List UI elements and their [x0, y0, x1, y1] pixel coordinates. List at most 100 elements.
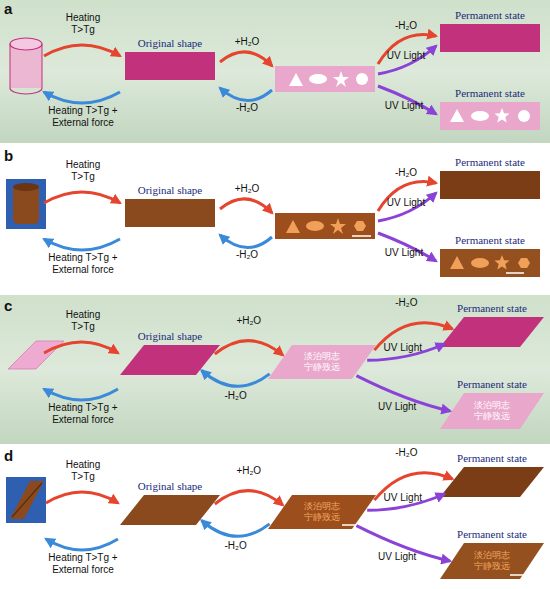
panel-background	[0, 295, 550, 444]
process-label: -H₂O	[386, 20, 426, 32]
roll-edge	[13, 183, 39, 191]
sample-sheet: 淡泊明志 宁静致远	[268, 345, 376, 379]
process-label: +H₂O	[236, 465, 261, 477]
process-label: +H₂O	[226, 183, 268, 195]
sheet-shape	[440, 543, 544, 579]
state-heading: Permanent state	[410, 9, 550, 21]
sample-sheet: Original shape	[125, 199, 215, 227]
panel-c-art	[8, 341, 118, 400]
hydrated-sheet	[275, 66, 375, 92]
process-arrow	[202, 371, 270, 387]
sample-sheet: Permanent state	[440, 317, 544, 347]
sheet-graphic	[125, 52, 215, 80]
sheet-shape	[440, 393, 544, 429]
sample-sheet: Permanent state	[440, 24, 540, 52]
sheet-shape	[440, 317, 544, 347]
panel-letter: d	[4, 447, 24, 464]
sample-sheet: Permanent state淡泊明志 宁静致远	[440, 393, 544, 429]
scale-bar	[510, 574, 528, 576]
pattern-star	[494, 108, 509, 123]
sheet-graphic	[440, 102, 540, 130]
panel-b-art	[6, 179, 436, 261]
process-arrow	[215, 491, 283, 506]
text-holder: 淡泊明志 宁静致远	[268, 345, 376, 379]
sheet-shape	[268, 345, 376, 379]
process-label: UV Light	[384, 342, 422, 354]
panel-background	[0, 0, 550, 143]
state-heading: Original shape	[90, 480, 250, 492]
panel-a-art	[10, 35, 436, 114]
process-label: UV Light	[374, 100, 434, 112]
process-label: -H₂O	[224, 390, 246, 402]
process-label: UV Light	[376, 50, 436, 62]
pattern-hexagon	[354, 221, 366, 231]
process-label: -H₂O	[395, 447, 417, 459]
sheet-shape	[440, 171, 540, 199]
sheet-shape	[120, 345, 220, 375]
pattern-circle	[356, 73, 368, 85]
sheet-shape	[268, 495, 376, 529]
pattern-ellipse	[306, 221, 324, 231]
panel-letter: b	[4, 147, 24, 164]
text-holder: 淡泊明志 宁静致远	[440, 393, 544, 429]
sheet-shape	[440, 102, 540, 130]
pattern-ellipse	[309, 74, 327, 84]
sheet-shape	[440, 24, 540, 52]
process-label: -H₂O	[226, 102, 268, 114]
blue-backing	[6, 179, 46, 229]
sheet-graphic	[440, 171, 540, 199]
cooling-arrow	[44, 239, 120, 250]
pattern-hexagon	[518, 258, 530, 268]
process-arrow	[202, 521, 270, 537]
condition-label: Heating T>Tg + External force	[44, 252, 122, 275]
sheet-shape	[440, 249, 540, 277]
state-heading: Original shape	[90, 330, 250, 342]
state-heading: Permanent state	[410, 234, 550, 246]
state-heading: Permanent state	[410, 452, 550, 464]
cooling-arrow	[44, 92, 120, 103]
sheet-shape	[125, 52, 215, 80]
condition-label: Heating T>Tg	[58, 309, 108, 332]
hydration-arrow	[220, 52, 272, 66]
condition-label: Heating T>Tg	[58, 459, 108, 482]
scale-bar	[352, 235, 371, 237]
sample-sheet: Permanent state	[440, 102, 540, 130]
text-holder: 淡泊明志 宁静致远	[440, 543, 544, 579]
sheet-graphic	[440, 467, 544, 497]
process-label: -H₂O	[224, 540, 246, 552]
process-label: +H₂O	[236, 315, 261, 327]
tube-top	[10, 38, 42, 50]
fold-line	[12, 483, 42, 517]
blue-backing	[6, 477, 46, 523]
panel-letter: c	[4, 297, 24, 314]
process-label: +H₂O	[226, 36, 268, 48]
sample-sheet: Permanent state淡泊明志 宁静致远	[440, 543, 544, 579]
state-heading: Permanent state	[410, 378, 550, 390]
state-heading: Original shape	[95, 184, 245, 196]
sheet-shape	[125, 199, 215, 227]
pattern-star	[330, 218, 346, 234]
drying-arrow	[220, 88, 272, 101]
pattern-triangle	[450, 109, 464, 122]
sheet-graphic	[120, 345, 220, 375]
condition-label: Heating T>Tg + External force	[44, 402, 122, 425]
process-label: UV Light	[378, 401, 416, 413]
state-heading: Original shape	[95, 37, 245, 49]
sample-sheet: 淡泊明志 宁静致远	[268, 495, 376, 529]
process-label: UV Light	[374, 247, 434, 259]
heating-arrow	[44, 342, 118, 353]
engraved-text: 淡泊明志 宁静致远	[465, 400, 519, 422]
panel-d-art	[6, 477, 118, 550]
panel-letter: a	[4, 0, 24, 17]
engraved-text: 淡泊明志 宁静致远	[295, 351, 349, 373]
condition-label: Heating T>Tg	[58, 12, 108, 35]
process-label: UV Light	[376, 197, 436, 209]
pattern-triangle	[450, 256, 464, 269]
tube-side	[42, 44, 43, 88]
sample-sheet: Original shape	[125, 52, 215, 80]
sheet-graphic	[125, 199, 215, 227]
pattern-triangle	[286, 220, 300, 233]
process-label: UV Light	[384, 492, 422, 504]
sheet-graphic	[440, 317, 544, 347]
